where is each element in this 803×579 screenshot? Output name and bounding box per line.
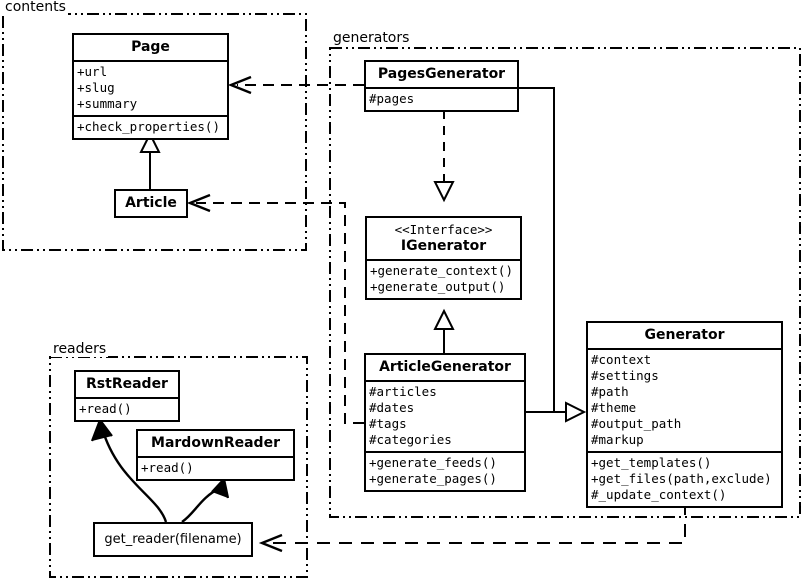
- class-box-page[interactable]: Page +url +slug +summary +check_properti…: [72, 33, 229, 140]
- class-box-igenerator[interactable]: <<Interface>> IGenerator +generate_conte…: [365, 216, 522, 300]
- attribute: #pages: [369, 91, 415, 106]
- class-name-rstreader: RstReader: [86, 376, 168, 392]
- attribute: #output_path: [591, 416, 682, 431]
- attribute: #path: [591, 384, 629, 399]
- class-box-pagesgenerator[interactable]: PagesGenerator #pages: [364, 60, 519, 112]
- class-operations-mardownreader: +read(): [138, 456, 293, 479]
- edge-articlegenerator-inherits-igenerator: [433, 308, 455, 353]
- package-frame-contents: [2, 13, 307, 251]
- operation: +get_files(path,exclude): [591, 471, 772, 486]
- operation: +generate_pages(): [369, 471, 497, 486]
- attribute: #articles: [369, 384, 437, 399]
- class-name-text-igenerator: IGenerator: [400, 238, 487, 254]
- function-name-get-reader: get_reader(filename): [104, 532, 242, 547]
- class-operations-generator: +get_templates() +get_files(path,exclude…: [588, 451, 781, 506]
- attribute: #markup: [591, 432, 644, 447]
- package-frame-readers: [49, 356, 308, 578]
- operation: +generate_output(): [370, 279, 506, 294]
- operation: #_update_context(): [591, 487, 727, 502]
- edge-generator-depends-getreader: [258, 502, 686, 553]
- class-attributes-generator: #context #settings #path #theme #output_…: [588, 348, 781, 451]
- package-label-contents: contents: [3, 0, 68, 15]
- edge-generators-inherit-generator: [519, 87, 587, 423]
- class-name-generator: Generator: [644, 327, 725, 343]
- class-box-rstreader[interactable]: RstReader +read(): [74, 370, 180, 422]
- attribute: #categories: [369, 432, 452, 447]
- attribute: +slug: [77, 80, 115, 95]
- attribute: #context: [591, 352, 652, 367]
- attribute: #tags: [369, 416, 407, 431]
- class-box-generator[interactable]: Generator #context #settings #path #them…: [586, 321, 783, 508]
- package-frame-generators: [329, 47, 801, 518]
- edge-pagesgenerator-realizes-igenerator: [433, 110, 455, 203]
- attribute: #settings: [591, 368, 659, 383]
- edge-pagesgenerator-depends-page: [227, 75, 364, 95]
- operation: +read(): [141, 460, 194, 475]
- operation: +read(): [79, 401, 132, 416]
- edge-getreader-creates-mardownreader: [181, 477, 230, 523]
- operation: +generate_context(): [370, 263, 513, 278]
- class-name-page: Page: [131, 39, 170, 55]
- class-name-igenerator: <<Interface>> IGenerator: [367, 218, 520, 259]
- attribute: #dates: [369, 400, 415, 415]
- package-label-generators: generators: [331, 30, 412, 46]
- operation: +get_templates(): [591, 455, 712, 470]
- class-name-pagesgenerator: PagesGenerator: [377, 66, 506, 82]
- attribute: +url: [77, 64, 108, 79]
- class-box-article[interactable]: Article: [114, 189, 188, 218]
- class-stereotype-igenerator: <<Interface>>: [394, 222, 493, 237]
- class-name-mardownreader: MardownReader: [151, 435, 280, 451]
- edge-article-inherits-page: [139, 131, 161, 189]
- class-operations-igenerator: +generate_context() +generate_output(): [367, 259, 520, 298]
- attribute: +summary: [77, 96, 138, 111]
- edge-articlegenerator-depends-article: [186, 193, 364, 424]
- operation: +check_properties(): [77, 119, 220, 134]
- class-operations-articlegenerator: +generate_feeds() +generate_pages(): [366, 451, 524, 490]
- class-operations-rstreader: +read(): [76, 397, 178, 420]
- attribute: #theme: [591, 400, 637, 415]
- class-attributes-page: +url +slug +summary: [74, 60, 227, 115]
- class-name-article: Article: [125, 195, 177, 211]
- function-box-get-reader[interactable]: get_reader(filename): [93, 522, 253, 557]
- class-name-articlegenerator: ArticleGenerator: [379, 359, 511, 375]
- class-box-mardownreader[interactable]: MardownReader +read(): [136, 429, 295, 481]
- class-attributes-pagesgenerator: #pages: [366, 87, 517, 110]
- class-attributes-articlegenerator: #articles #dates #tags #categories: [366, 380, 524, 451]
- class-operations-page: +check_properties(): [74, 115, 227, 138]
- operation: +generate_feeds(): [369, 455, 497, 470]
- class-box-articlegenerator[interactable]: ArticleGenerator #articles #dates #tags …: [364, 353, 526, 492]
- package-label-readers: readers: [51, 341, 109, 357]
